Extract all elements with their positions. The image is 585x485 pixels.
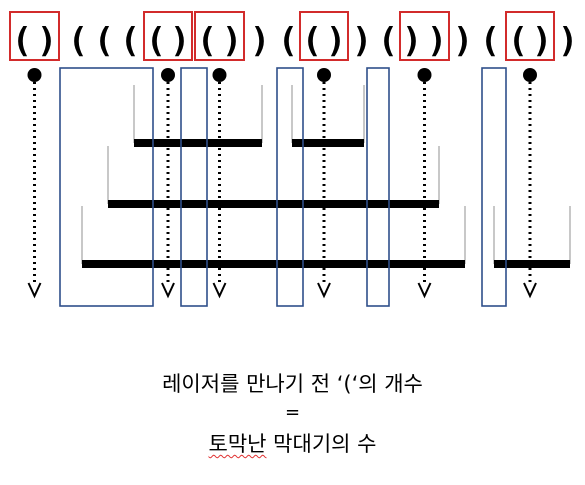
stick-outline	[493, 206, 571, 264]
laser-diagram: ()(((()())(())()))(())	[9, 11, 578, 307]
laser-dot	[161, 68, 175, 82]
caption-equals: =	[284, 402, 301, 423]
bracket-glyph: )	[37, 21, 57, 61]
laser-dot	[317, 68, 331, 82]
stick-outline	[107, 146, 440, 204]
laser-box	[194, 11, 245, 61]
laser-box	[399, 11, 450, 61]
piece-box	[180, 67, 208, 307]
laser-dot	[523, 68, 537, 82]
laser-arrowhead	[317, 282, 331, 299]
piece-box	[481, 67, 507, 307]
stick-outline	[81, 206, 466, 264]
bracket-glyph: )	[427, 21, 447, 61]
bracket-glyph: (	[146, 21, 166, 61]
laser-dot	[27, 68, 42, 82]
piece-box	[366, 67, 390, 307]
bracket-glyph: (	[480, 21, 500, 61]
bracket-glyph: )	[326, 21, 346, 61]
bracket-glyph: (	[12, 21, 32, 61]
bracket-glyph: )	[532, 21, 552, 61]
bracket-glyph: )	[352, 21, 372, 61]
laser-arrowhead	[27, 282, 42, 299]
laser-box	[143, 11, 193, 61]
bracket-glyph: )	[170, 21, 190, 61]
laser-arrowhead	[417, 282, 432, 299]
piece-box	[276, 67, 304, 307]
laser-box	[505, 11, 555, 61]
laser-box	[9, 11, 60, 61]
laser-arrowhead	[161, 282, 175, 299]
bracket-glyph: (	[278, 21, 298, 61]
bracket-glyph: (	[68, 21, 88, 61]
bracket-glyph: (	[508, 21, 528, 61]
bracket-glyph: (	[378, 21, 398, 61]
bracket-glyph: (	[120, 21, 140, 61]
laser-box	[299, 11, 349, 61]
caption-line-3-rest: 막대기의 수	[266, 432, 377, 456]
stick-outline	[133, 85, 263, 143]
spellcheck-word: 토막난	[208, 432, 267, 456]
bracket-glyph: (	[94, 21, 114, 61]
bracket-glyph: (	[302, 21, 322, 61]
caption-line-3: 토막난 막대기의 수	[0, 428, 585, 458]
bracket-glyph: )	[402, 21, 422, 61]
bracket-glyph: )	[453, 21, 473, 61]
laser-dot	[212, 68, 227, 82]
bracket-glyph: )	[222, 21, 242, 61]
bracket-glyph: (	[197, 21, 217, 61]
laser-arrowhead	[212, 282, 227, 299]
bracket-glyph: )	[250, 21, 270, 61]
stick-outline	[291, 85, 365, 143]
laser-dot	[417, 68, 432, 82]
caption-line-1: 레이저를 만나기 전 ‘(‘의 개수	[162, 372, 423, 396]
bracket-glyph: )	[558, 21, 578, 61]
laser-arrowhead	[523, 282, 537, 299]
piece-box	[59, 67, 154, 307]
